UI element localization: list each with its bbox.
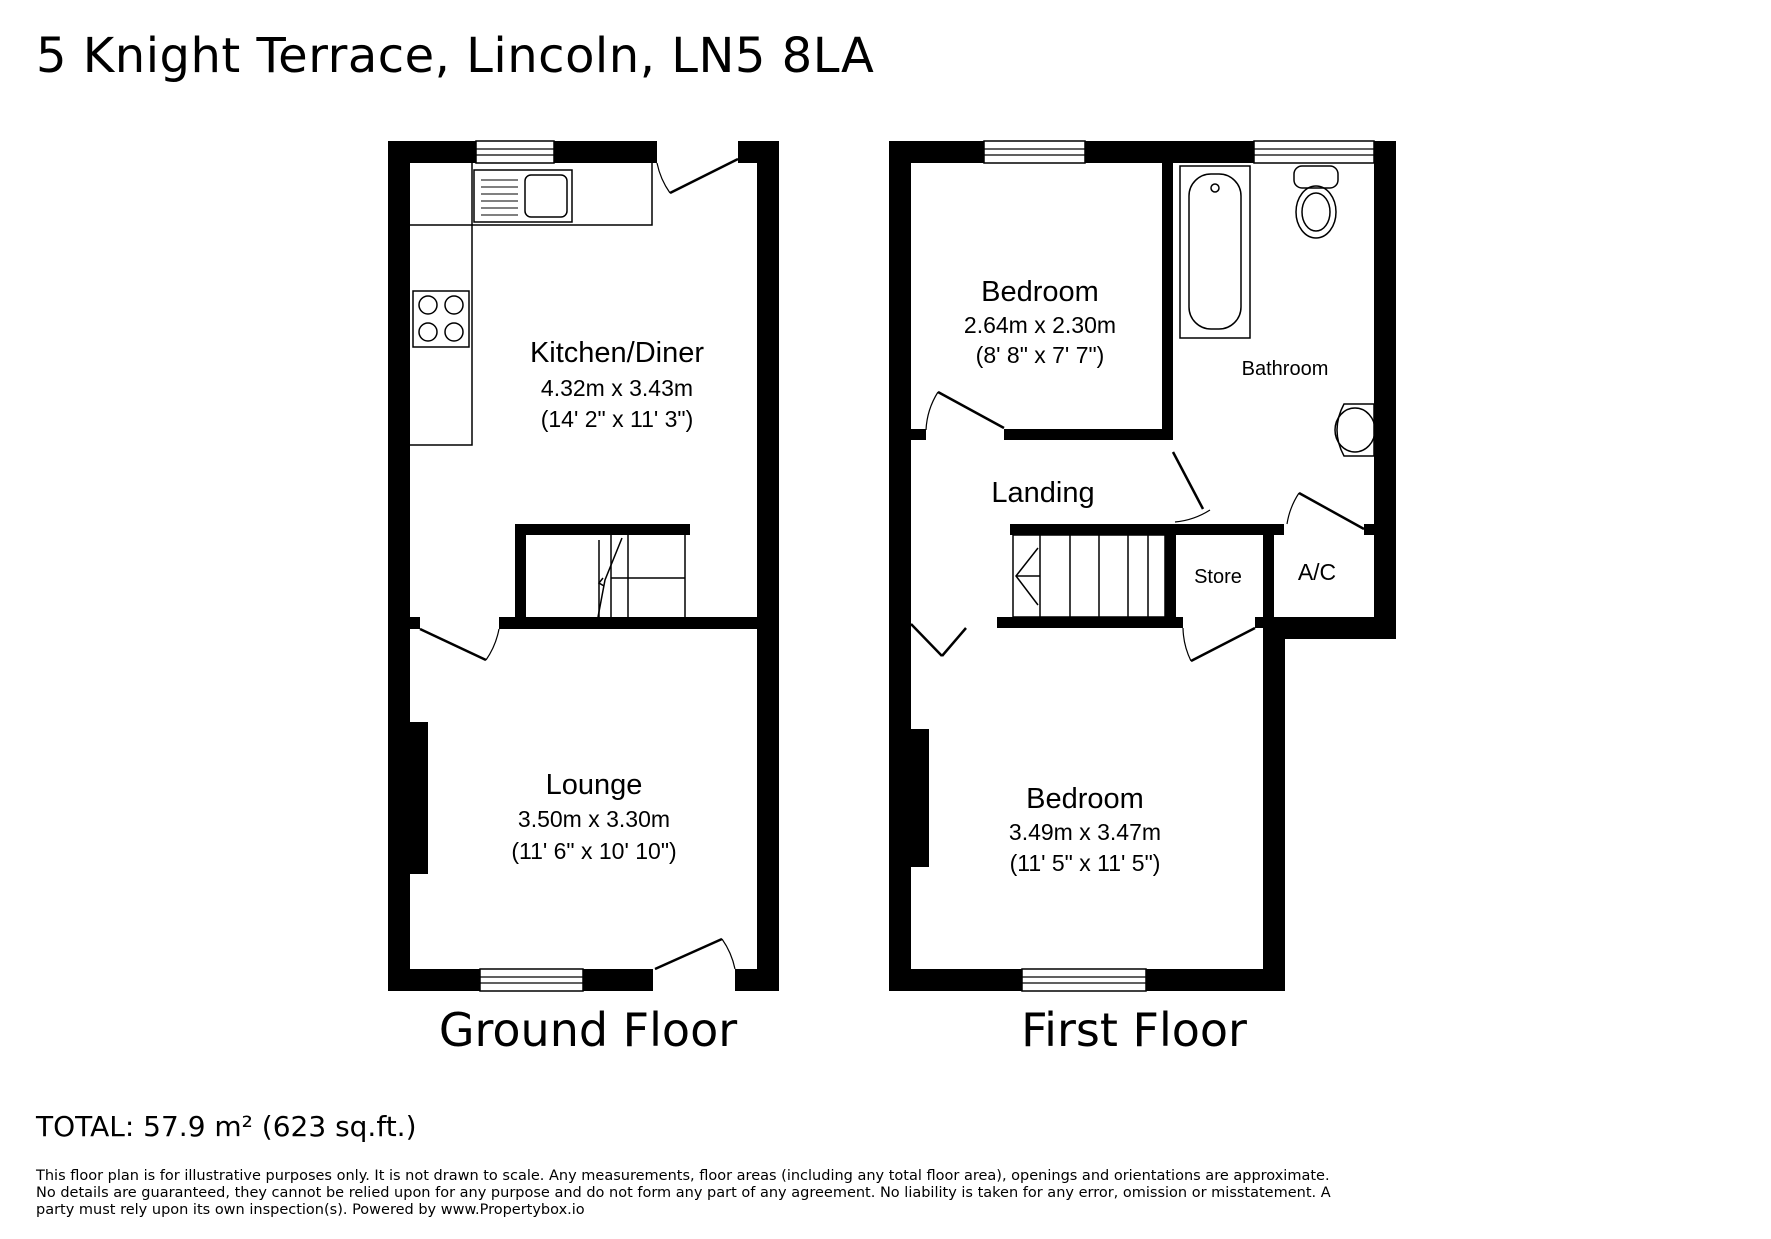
wall (554, 141, 657, 163)
partition-wall (499, 617, 759, 629)
wall (1146, 969, 1285, 991)
internal-wall (1173, 524, 1284, 535)
wall (1263, 617, 1285, 991)
room-name: A/C (1298, 559, 1336, 585)
window (983, 140, 1086, 164)
door (1182, 626, 1256, 663)
window (475, 140, 555, 164)
property-address: 5 Knight Terrace, Lincoln, LN5 8LA (36, 28, 875, 84)
staircase (1012, 534, 1166, 618)
internal-wall (1004, 429, 1173, 440)
room-dimensions-imperial: (8' 8" x 7' 7") (976, 342, 1105, 368)
room-dimensions-imperial: (11' 6" x 10' 10") (511, 838, 676, 864)
door (419, 627, 500, 662)
wall (388, 141, 476, 163)
hob (412, 290, 470, 348)
stair-wall (515, 524, 690, 535)
sink (473, 169, 573, 223)
floor-label: First Floor (1021, 1003, 1247, 1057)
room-name: Lounge (546, 769, 643, 801)
floor-label: Ground Floor (439, 1003, 737, 1057)
room-name: Kitchen/Diner (530, 337, 704, 369)
room-dimensions-metric: 3.50m x 3.30m (518, 806, 670, 832)
door (654, 937, 736, 971)
staircase (597, 535, 686, 618)
internal-wall (1364, 524, 1374, 535)
chimney-breast (410, 722, 428, 874)
internal-wall (1162, 163, 1173, 436)
door (656, 157, 739, 195)
wall (1263, 617, 1396, 639)
room-name: Landing (991, 477, 1094, 509)
kitchen-worktop (410, 163, 653, 446)
internal-wall (1010, 524, 1174, 535)
internal-wall (911, 429, 926, 440)
internal-wall (997, 617, 1183, 628)
internal-wall (1165, 524, 1176, 624)
door (1286, 491, 1365, 531)
room-dimensions-metric: 3.49m x 3.47m (1009, 819, 1161, 845)
chimney-breast (911, 729, 929, 867)
room-name: Bathroom (1242, 358, 1329, 380)
ground-floor-plan: Kitchen/Diner 4.32m x 3.43m (14' 2" x 11… (388, 140, 779, 1057)
window (479, 968, 584, 992)
wall (1374, 141, 1396, 639)
room-dimensions-metric: 2.64m x 2.30m (964, 312, 1116, 338)
wall (1085, 141, 1254, 163)
basin (1334, 403, 1376, 457)
room-name: Bedroom (981, 276, 1099, 308)
door (1171, 451, 1211, 523)
wall (388, 969, 480, 991)
total-area: TOTAL: 57.9 m² (623 sq.ft.) (36, 1110, 417, 1143)
wall (735, 969, 779, 991)
first-floor-plan: Bedroom 2.64m x 2.30m (8' 8" x 7' 7") Ba… (889, 140, 1396, 1057)
window (1021, 968, 1147, 992)
partition-wall (388, 617, 420, 629)
wall (889, 141, 984, 163)
window (1253, 140, 1375, 164)
wall (889, 969, 1022, 991)
bath (1179, 165, 1251, 339)
wall (388, 141, 410, 991)
door (910, 623, 967, 657)
wall (738, 141, 779, 163)
room-name: Store (1194, 566, 1242, 588)
internal-wall (1263, 524, 1274, 624)
room-name: Bedroom (1026, 783, 1144, 815)
room-dimensions-imperial: (11' 5" x 11' 5") (1010, 850, 1161, 876)
stair-wall (515, 524, 526, 624)
wall (889, 141, 911, 991)
wall (757, 141, 779, 991)
toilet (1293, 165, 1339, 239)
wall (583, 969, 653, 991)
door (925, 390, 1005, 431)
room-dimensions-metric: 4.32m x 3.43m (541, 375, 693, 401)
disclaimer-text: This floor plan is for illustrative purp… (36, 1168, 1331, 1218)
room-dimensions-imperial: (14' 2" x 11' 3") (541, 406, 694, 432)
internal-wall (1255, 617, 1285, 628)
